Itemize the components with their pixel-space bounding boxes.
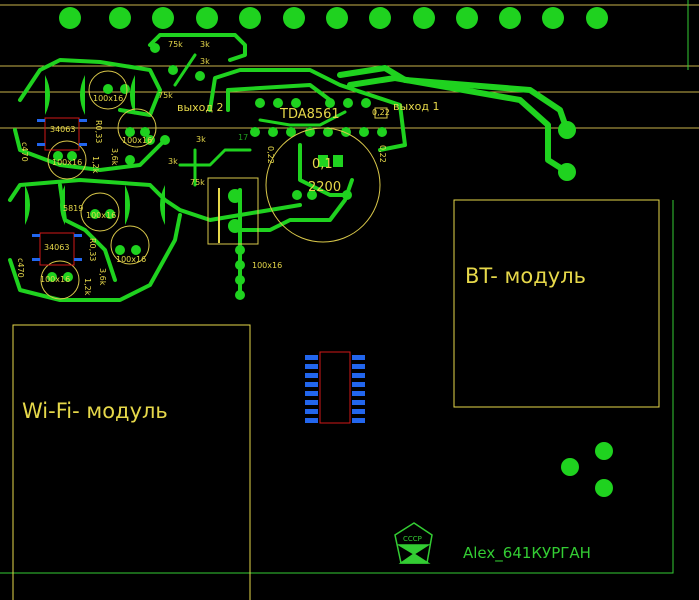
cap-label: 100x16 xyxy=(86,211,116,220)
cap-label: 100x16 xyxy=(40,275,70,284)
cap-label: 0,22 xyxy=(378,145,387,163)
ic-34063-b-label: 34063 xyxy=(44,243,69,252)
cap-label: 0,22 xyxy=(372,108,390,117)
cap-label: 100x16 xyxy=(52,158,82,167)
cap-label: 100x16 xyxy=(252,261,282,270)
cap-label: 100x16 xyxy=(93,94,123,103)
cap-label: c470 xyxy=(16,258,25,278)
ic-34063-a-label: 34063 xyxy=(50,125,75,134)
cap-small-value: 0,1 xyxy=(312,157,333,172)
res-label: 3k xyxy=(200,57,210,66)
res-label: 1,2k xyxy=(91,156,100,174)
smd-chip-center[interactable] xyxy=(305,351,365,424)
output-2-label: выход 2 xyxy=(177,101,224,114)
cap-label: 100x16 xyxy=(122,136,152,145)
diode-label: 5819 xyxy=(63,204,83,213)
smd-ic-34063-a[interactable] xyxy=(37,117,87,151)
author-label: Alex_641КУРГАН xyxy=(463,544,591,563)
logo-text: СССР xyxy=(403,535,422,543)
wifi-module-label: Wi-Fi- модуль xyxy=(22,399,168,423)
res-label: 3,6k xyxy=(98,268,107,286)
res-label: 3k xyxy=(168,157,178,166)
output-1-label: выход 1 xyxy=(393,100,440,113)
res-label: 3k xyxy=(196,135,206,144)
top-connector-pads[interactable] xyxy=(59,7,608,29)
tda8561-label: TDA8561 xyxy=(279,107,340,122)
res-label: 75k xyxy=(168,40,183,49)
component-labels: 34063 34063 100x16 100x16 100x16 100x16 … xyxy=(16,40,390,296)
res-label: 3k xyxy=(200,40,210,49)
cap-label: 0,22 xyxy=(266,146,275,164)
bt-module-outline[interactable] xyxy=(453,199,660,408)
sssr-quality-logo: СССР xyxy=(394,522,433,564)
wifi-module-outline[interactable] xyxy=(12,324,251,600)
cap-label: 100x16 xyxy=(116,255,146,264)
cap-big-value: 2200 xyxy=(308,180,341,195)
pin-17-label: 17 xyxy=(238,133,248,142)
component-pads[interactable] xyxy=(25,43,613,497)
res-label: 75k xyxy=(190,178,205,187)
silkscreen-outlines xyxy=(40,70,388,300)
res-label: 75k xyxy=(158,91,173,100)
cap-label: c470 xyxy=(20,142,29,162)
res-label: 3,6k xyxy=(110,148,119,166)
smd-ic-34063-b[interactable] xyxy=(32,232,82,266)
bt-module-label: BT- модуль xyxy=(465,264,586,288)
board-outline xyxy=(0,0,689,574)
res-label: 1,2k xyxy=(83,278,92,296)
res-label: R0,33 xyxy=(94,120,103,143)
res-label: R0,33 xyxy=(88,238,97,261)
